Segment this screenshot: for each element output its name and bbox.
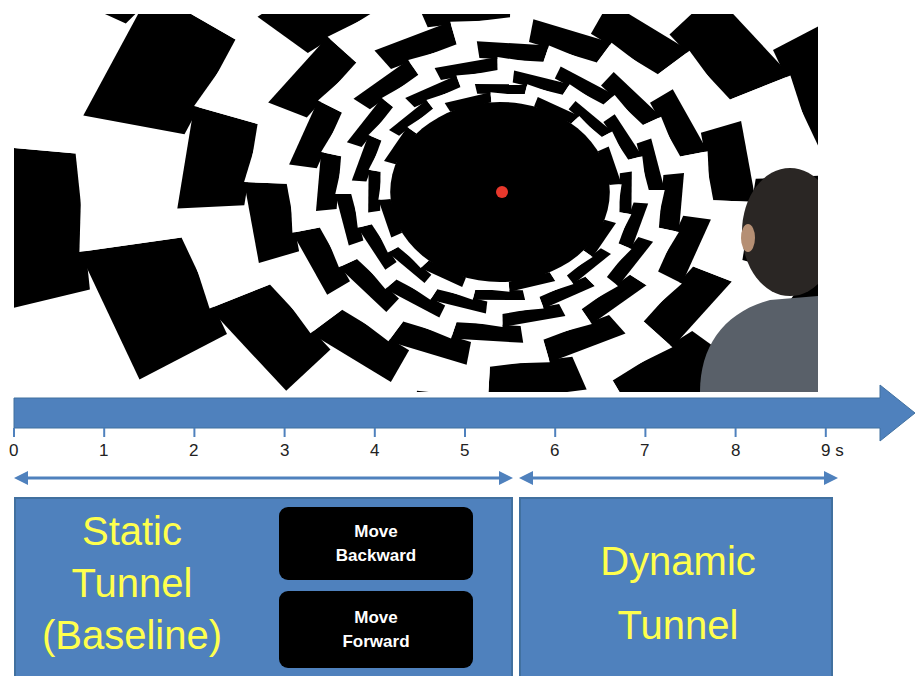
phase-title: Static Tunnel (Baseline) <box>32 505 232 661</box>
time-tick-label: 8 <box>731 441 740 461</box>
checker-tile <box>316 152 341 211</box>
phase-box: Dynamic Tunnel <box>519 497 833 676</box>
tick-mark <box>374 428 376 437</box>
tunnel-center <box>390 102 610 282</box>
tick-mark <box>464 428 466 437</box>
time-tick-label: 2 <box>189 441 198 461</box>
arrow-head <box>824 471 838 485</box>
person-ear <box>741 224 755 252</box>
cue-label: Move Forward <box>321 606 431 654</box>
time-arrow <box>14 385 915 441</box>
tick-mark <box>193 428 195 437</box>
checker-tile <box>475 84 527 94</box>
checker-tile <box>659 173 684 232</box>
checker-tile <box>451 322 523 343</box>
person-shirt <box>700 296 818 392</box>
tick-mark <box>644 428 646 437</box>
arrow-head <box>499 471 513 485</box>
tick-mark <box>735 428 737 437</box>
arrow-head <box>519 471 533 485</box>
cue-box: Move Backward <box>279 507 473 580</box>
tick-mark <box>103 428 105 437</box>
arrow-head <box>14 471 28 485</box>
time-tick-label: 4 <box>370 441 379 461</box>
tunnel-image <box>14 14 818 392</box>
checker-tile <box>289 165 320 233</box>
phase-box: Static Tunnel (Baseline) Move BackwardMov… <box>14 497 513 676</box>
cue-label: Move Backward <box>321 520 431 568</box>
tick-mark <box>554 428 556 437</box>
time-tick-label: 7 <box>640 441 649 461</box>
time-tick-label: 0 <box>9 441 18 461</box>
checker-tile <box>14 139 90 326</box>
tick-mark <box>284 428 286 437</box>
interval-line <box>22 477 505 480</box>
time-tick-label: 3 <box>280 441 289 461</box>
checker-tile <box>450 19 533 44</box>
tick-mark <box>825 428 827 437</box>
checker-tile <box>177 106 257 209</box>
checker-tile <box>620 171 632 214</box>
phase-title: Dynamic Tunnel <box>578 529 778 657</box>
time-tick-label: 9 s <box>821 441 844 461</box>
time-tick-label: 5 <box>460 441 469 461</box>
cue-box: Move Forward <box>279 591 473 668</box>
time-tick-label: 6 <box>550 441 559 461</box>
person-head <box>742 168 818 296</box>
fixation-dot <box>496 186 508 198</box>
checker-tile <box>473 290 525 300</box>
checker-tile <box>477 41 549 62</box>
checker-tile <box>680 151 711 219</box>
time-tick-label: 1 <box>99 441 108 461</box>
tick-mark <box>13 428 15 437</box>
interval-line <box>527 477 830 480</box>
interval-arrows <box>14 471 838 485</box>
checker-tile <box>467 340 550 365</box>
checker-tile <box>79 116 184 253</box>
checker-tile <box>368 170 380 213</box>
timeline <box>14 385 915 441</box>
